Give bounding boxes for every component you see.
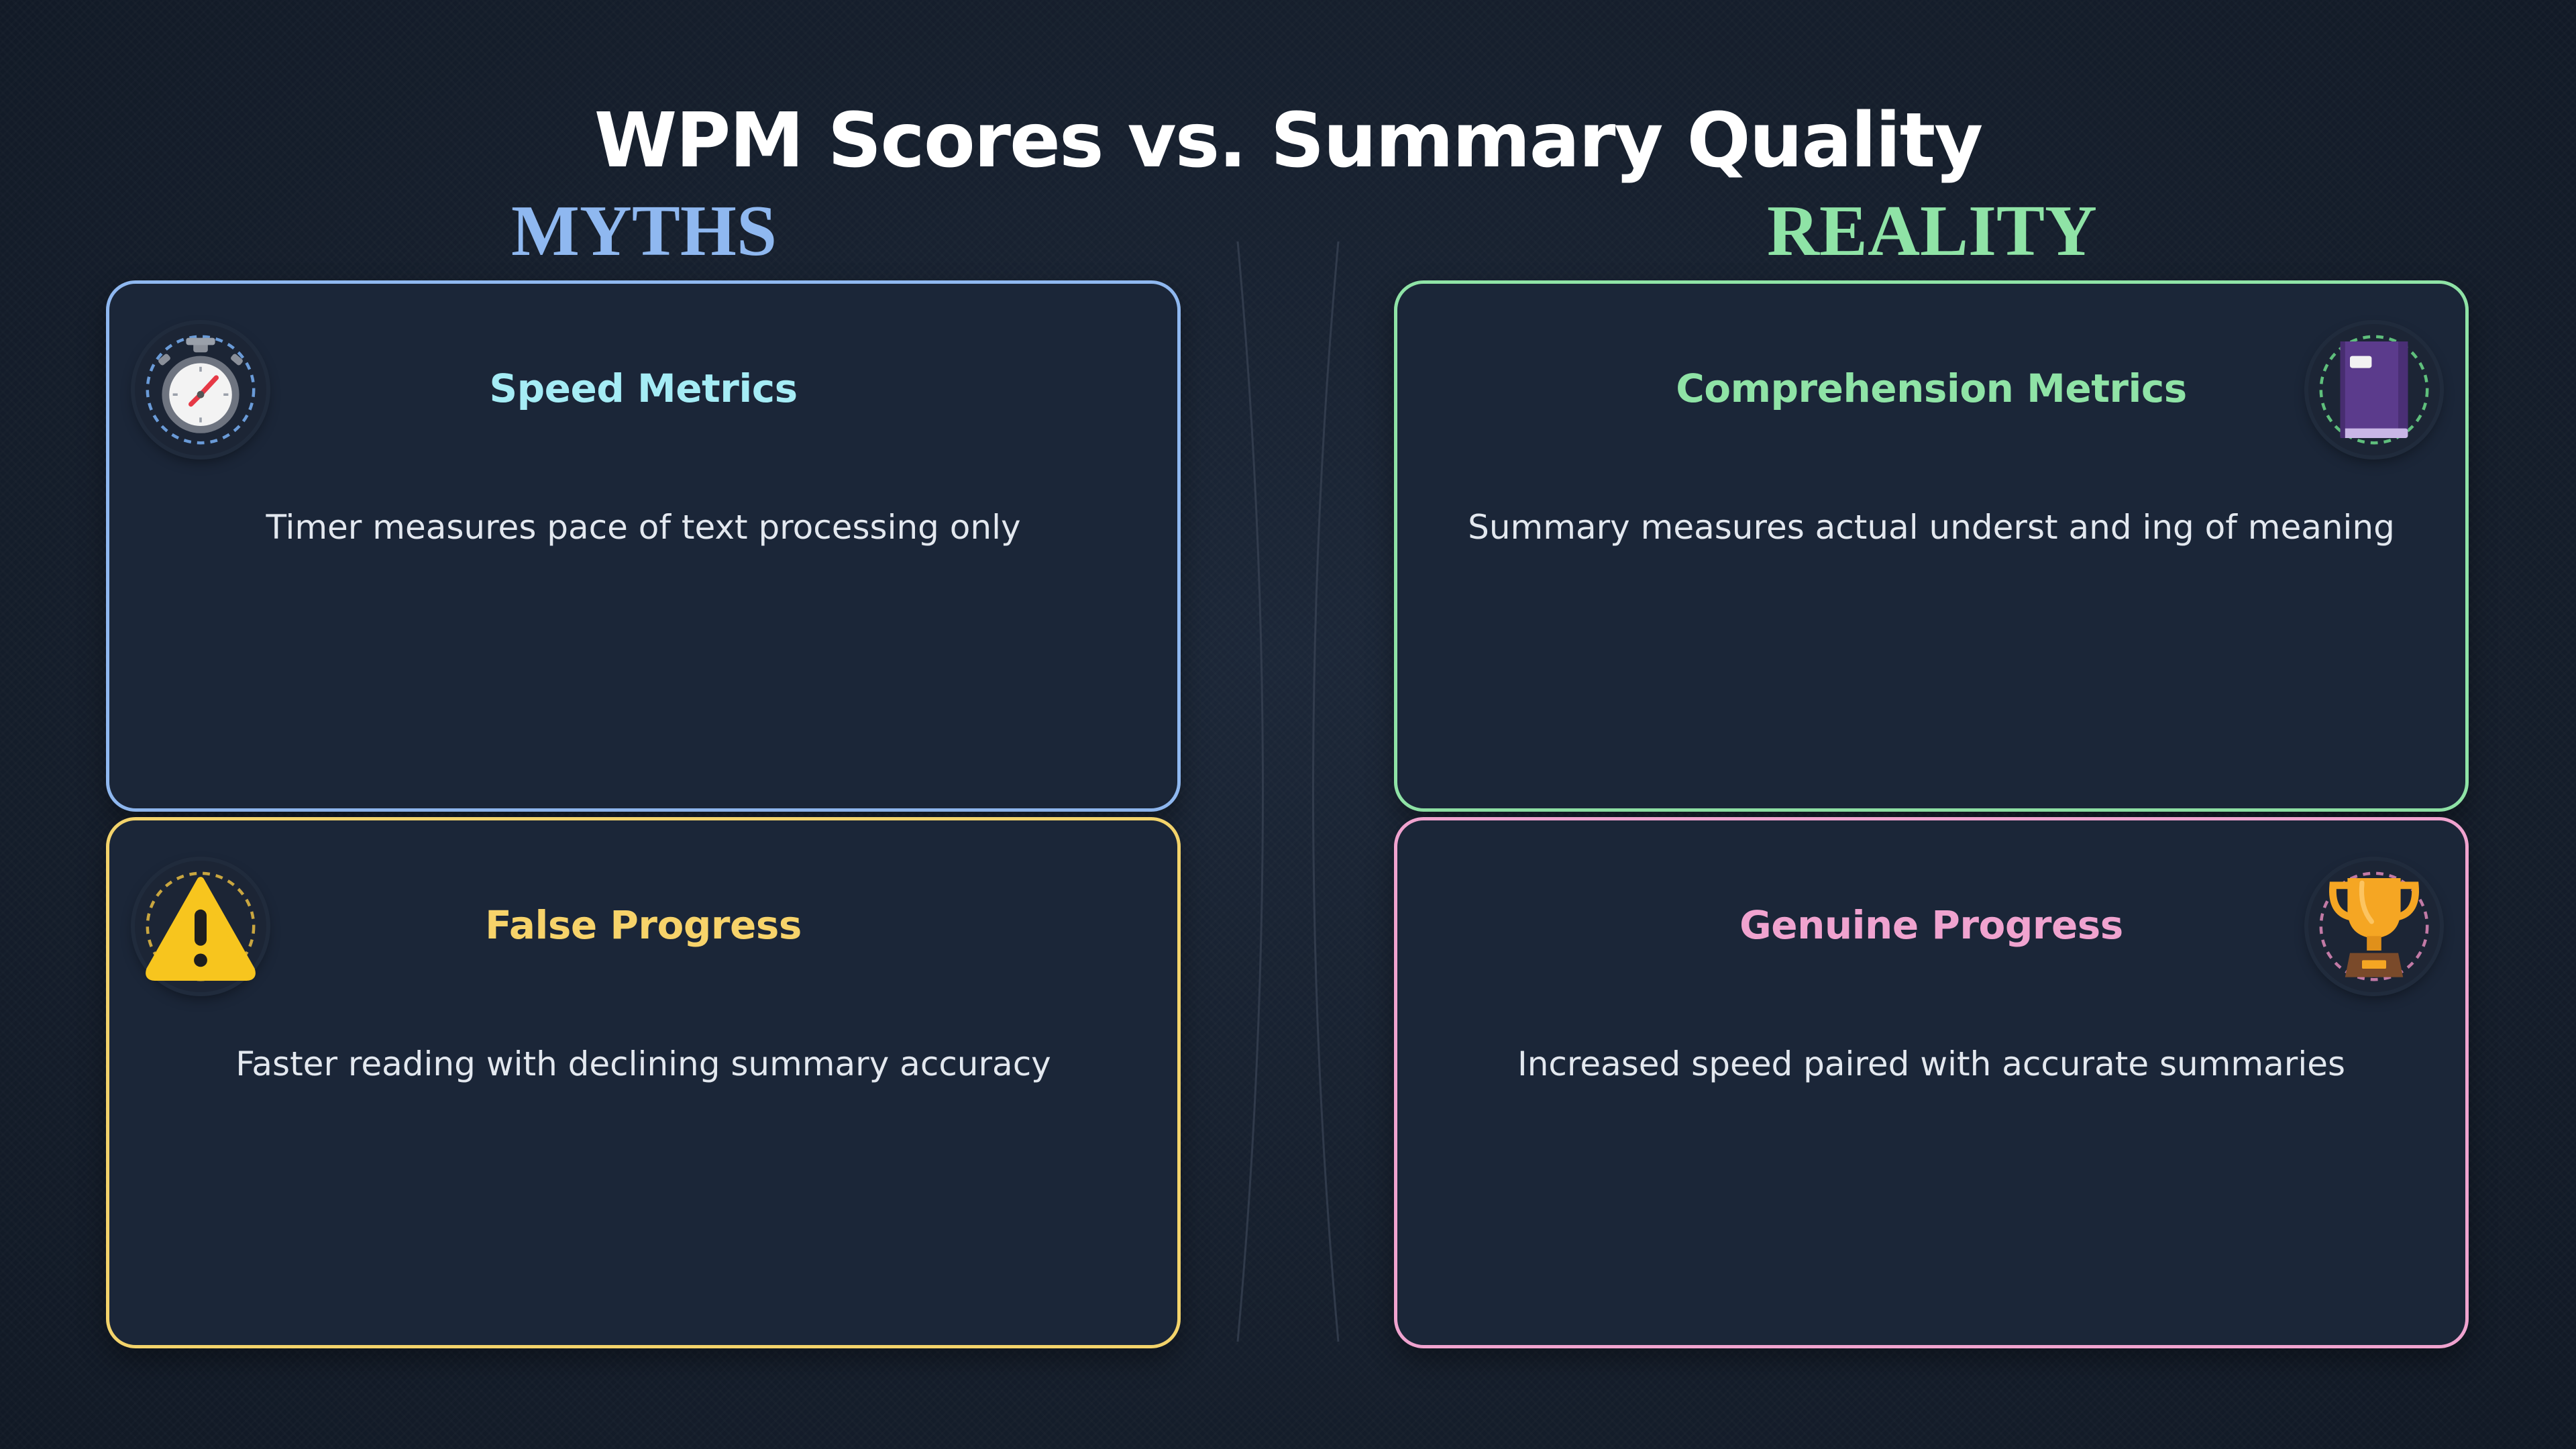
speed-metrics-card: Speed Metrics Timer measures pace of tex… — [106, 280, 1181, 812]
page-title: WPM Scores vs. Summary Quality — [594, 97, 1984, 184]
card-text: Increased speed paired with accurate sum… — [1517, 1044, 2346, 1083]
stopwatch-icon — [146, 335, 256, 445]
book-icon-badge — [2308, 324, 2440, 455]
reality-heading: REALITY — [1766, 191, 2098, 271]
card-text: Summary measures actual underst and ing … — [1468, 508, 2395, 547]
trophy-icon — [2319, 871, 2429, 981]
card-text: Faster reading with declining summary ac… — [235, 1044, 1051, 1083]
center-divider — [1228, 241, 1348, 1342]
card-text: Timer measures pace of text processing o… — [266, 508, 1021, 547]
stopwatch-icon-badge — [135, 324, 266, 455]
trophy-icon-badge — [2308, 861, 2440, 992]
card-title: False Progress — [485, 902, 802, 948]
card-title: Comprehension Metrics — [1676, 366, 2187, 411]
comprehension-metrics-card: Comprehension Metrics Summary measures a… — [1394, 280, 2469, 812]
book-icon — [2319, 335, 2429, 445]
card-title: Genuine Progress — [1739, 902, 2123, 948]
warning-icon-badge — [135, 861, 266, 992]
false-progress-card: False Progress Faster reading with decli… — [106, 817, 1181, 1348]
genuine-progress-card: Genuine Progress Increased speed paired … — [1394, 817, 2469, 1348]
card-title: Speed Metrics — [489, 366, 798, 411]
myths-heading: MYTHS — [511, 191, 777, 271]
warning-icon — [146, 871, 256, 981]
